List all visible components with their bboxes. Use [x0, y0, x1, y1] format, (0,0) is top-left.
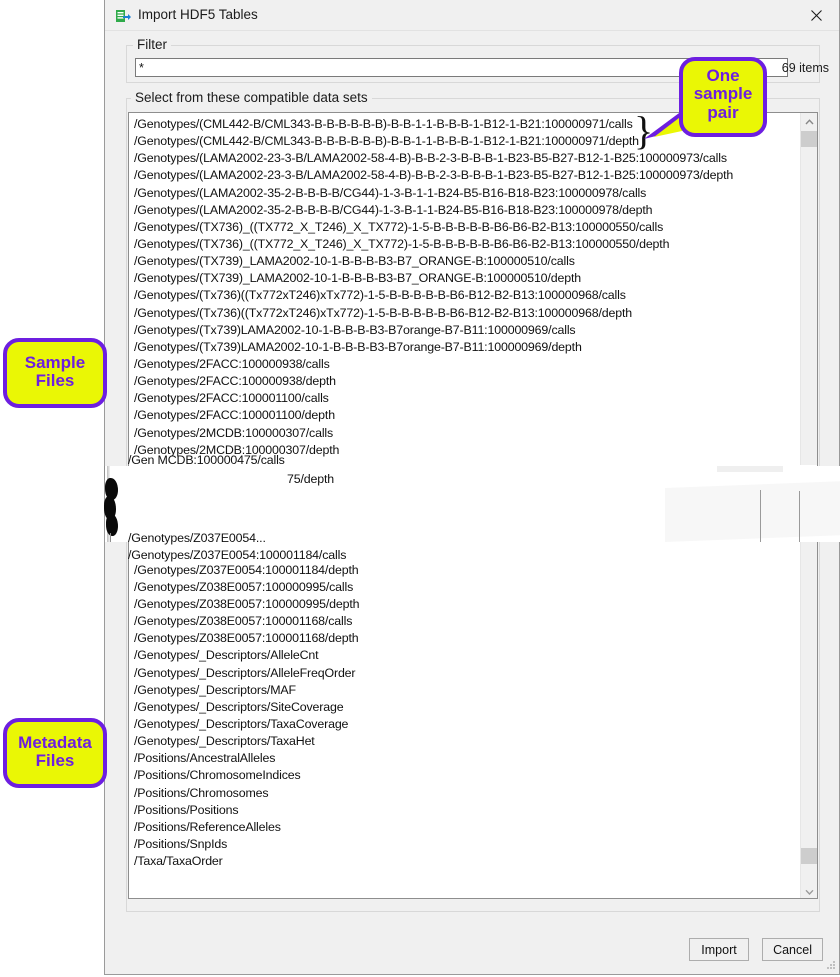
torn-text-calls: /Gen MCDB:100000475/calls	[128, 453, 285, 467]
list-item[interactable]: /Genotypes/(Tx739)LAMA2002-10-1-B-B-B-B3…	[134, 339, 582, 354]
dialog-button-bar: Import Cancel	[105, 938, 839, 964]
list-item[interactable]: /Positions/ChromosomeIndices	[134, 768, 301, 783]
list-scrollbar-thumb-lower[interactable]	[801, 848, 817, 864]
item-count-label: 69 items	[781, 61, 829, 75]
list-item[interactable]: /Genotypes/Z038E0057:100001168/depth	[134, 631, 359, 646]
filter-group-box	[126, 45, 820, 83]
dataset-group-label: Select from these compatible data sets	[131, 90, 372, 105]
panel-edge-segment-lower	[110, 533, 111, 542]
list-item[interactable]: /Genotypes/(TX739)_LAMA2002-10-1-B-B-B-B…	[134, 254, 575, 269]
list-item[interactable]: /Genotypes/_Descriptors/TaxaHet	[134, 734, 315, 749]
list-item[interactable]: /Genotypes/Z038E0057:100000995/depth	[134, 596, 360, 611]
list-item[interactable]: /Genotypes/2MCDB:100000307/calls	[134, 425, 334, 440]
dialog-title-bar: Import HDF5 Tables	[105, 0, 839, 31]
list-item[interactable]: /Genotypes/2FACC:100001100/depth	[134, 408, 335, 423]
cancel-button[interactable]: Cancel	[762, 938, 823, 961]
annotation-pair-line2: sample	[693, 84, 753, 104]
list-item[interactable]: /Genotypes/(LAMA2002-23-3-B/LAMA2002-58-…	[134, 151, 727, 166]
list-item[interactable]: /Positions/Chromosomes	[134, 785, 269, 800]
import-hdf5-dialog: Import HDF5 Tables Filter 69 items Selec…	[104, 0, 840, 975]
list-item[interactable]: /Genotypes/(TX736)_((TX772_X_T246)_X_TX7…	[134, 236, 670, 251]
list-item[interactable]: /Genotypes/(LAMA2002-35-2-B-B-B-B/CG44)-…	[134, 202, 653, 217]
chevron-down-icon[interactable]	[801, 883, 817, 898]
list-item[interactable]: /Genotypes/(Tx736)((Tx772xT246)xTx772)-1…	[134, 288, 626, 303]
annotation-metadata-files-line1: Metadata	[18, 733, 92, 752]
list-scrollbar-lower[interactable]	[800, 531, 817, 898]
chevron-up-icon[interactable]	[801, 113, 817, 130]
list-item[interactable]: /Positions/AncestralAlleles	[134, 751, 276, 766]
list-item[interactable]: /Genotypes/_Descriptors/AlleleFreqOrder	[134, 665, 356, 680]
list-item[interactable]: /Genotypes/_Descriptors/AlleleCnt	[134, 648, 319, 663]
torn-text-depth: 75/depth	[287, 472, 335, 486]
list-item[interactable]: /Positions/Positions	[134, 802, 239, 817]
list-item[interactable]: /Genotypes/(CML442-B/CML343-B-B-B-B-B-B)…	[134, 134, 639, 149]
annotation-pair-line1: One	[706, 66, 740, 85]
list-item[interactable]: /Genotypes/_Descriptors/TaxaCoverage	[134, 716, 349, 731]
list-item[interactable]: /Taxa/TaxaOrder	[134, 854, 223, 869]
torn-row-fragment-calls: /Gen MCDB:100000475/calls	[128, 453, 488, 468]
dataset-list[interactable]: /Genotypes/(CML442-B/CML343-B-B-B-B-B-B)…	[128, 112, 818, 899]
annotation-sample-files-line1: Sample	[24, 353, 86, 372]
torn-row-fragment-depth: 75/depth	[287, 472, 407, 486]
annotation-pair-line3: pair	[707, 102, 739, 122]
list-scrollbar-thumb-upper[interactable]	[801, 131, 817, 147]
annotation-metadata-files: Metadata Files	[3, 718, 107, 788]
torn-row-resume-2: /Genotypes/Z037E0054:100001184/calls	[128, 548, 378, 563]
annotation-metadata-files-line2: Files	[35, 751, 75, 771]
list-scrollbar-upper[interactable]	[800, 113, 817, 465]
list-cut-gap	[134, 459, 799, 562]
panel-edge-segment-upper	[104, 466, 105, 480]
torn-row-resume-1: /Genotypes/Z037E0054...	[128, 531, 328, 546]
close-icon[interactable]	[794, 0, 839, 30]
list-item[interactable]: /Genotypes/2MCDB:100000307/depth	[134, 442, 340, 457]
annotation-sample-files-line2: Files	[35, 371, 75, 391]
list-item[interactable]: /Genotypes/(TX739)_LAMA2002-10-1-B-B-B-B…	[134, 271, 581, 286]
filter-input[interactable]	[135, 58, 788, 77]
list-item[interactable]: /Genotypes/2FACC:100000938/depth	[134, 374, 336, 389]
import-button[interactable]: Import	[689, 938, 749, 961]
torn-text-resume-1: /Genotypes/Z037E0054...	[128, 531, 266, 545]
filter-group-label: Filter	[133, 37, 171, 52]
list-item[interactable]: /Genotypes/_Descriptors/SiteCoverage	[134, 699, 344, 714]
import-hdf5-icon	[115, 8, 131, 24]
list-item[interactable]: /Genotypes/Z038E0057:100001168/calls	[134, 614, 353, 629]
list-item[interactable]: /Positions/ReferenceAlleles	[134, 819, 281, 834]
dataset-list-items: /Genotypes/(CML442-B/CML343-B-B-B-B-B-B)…	[129, 113, 799, 870]
list-item[interactable]: /Genotypes/(Tx739)LAMA2002-10-1-B-B-B-B3…	[134, 322, 576, 337]
list-item[interactable]: /Genotypes/Z038E0057:100000995/calls	[134, 579, 354, 594]
list-item[interactable]: /Genotypes/(Tx736)((Tx772xT246)xTx772)-1…	[134, 305, 633, 320]
list-item[interactable]: /Genotypes/(CML442-B/CML343-B-B-B-B-B-B)…	[134, 117, 633, 131]
list-item[interactable]: /Genotypes/Z037E0054:100001184/depth	[134, 562, 359, 577]
sample-pair-brace: }	[634, 108, 654, 153]
list-item[interactable]: /Genotypes/(LAMA2002-35-2-B-B-B-B/CG44)-…	[134, 185, 647, 200]
page-title: Import HDF5 Tables	[138, 7, 258, 22]
list-item[interactable]: /Positions/SnpIds	[134, 836, 228, 851]
list-item[interactable]: /Genotypes/(LAMA2002-23-3-B/LAMA2002-58-…	[134, 168, 734, 183]
list-item[interactable]: /Genotypes/(TX736)_((TX772_X_T246)_X_TX7…	[134, 219, 664, 234]
list-item[interactable]: /Genotypes/_Descriptors/MAF	[134, 682, 296, 697]
list-item[interactable]: /Genotypes/2FACC:100000938/calls	[134, 356, 330, 371]
torn-text-resume-2: /Genotypes/Z037E0054:100001184/calls	[128, 548, 347, 562]
annotation-sample-files: Sample Files	[3, 338, 107, 408]
annotation-one-sample-pair: One sample pair	[679, 57, 767, 137]
resize-grip[interactable]	[824, 959, 836, 971]
list-item[interactable]: /Genotypes/2FACC:100001100/calls	[134, 391, 329, 406]
